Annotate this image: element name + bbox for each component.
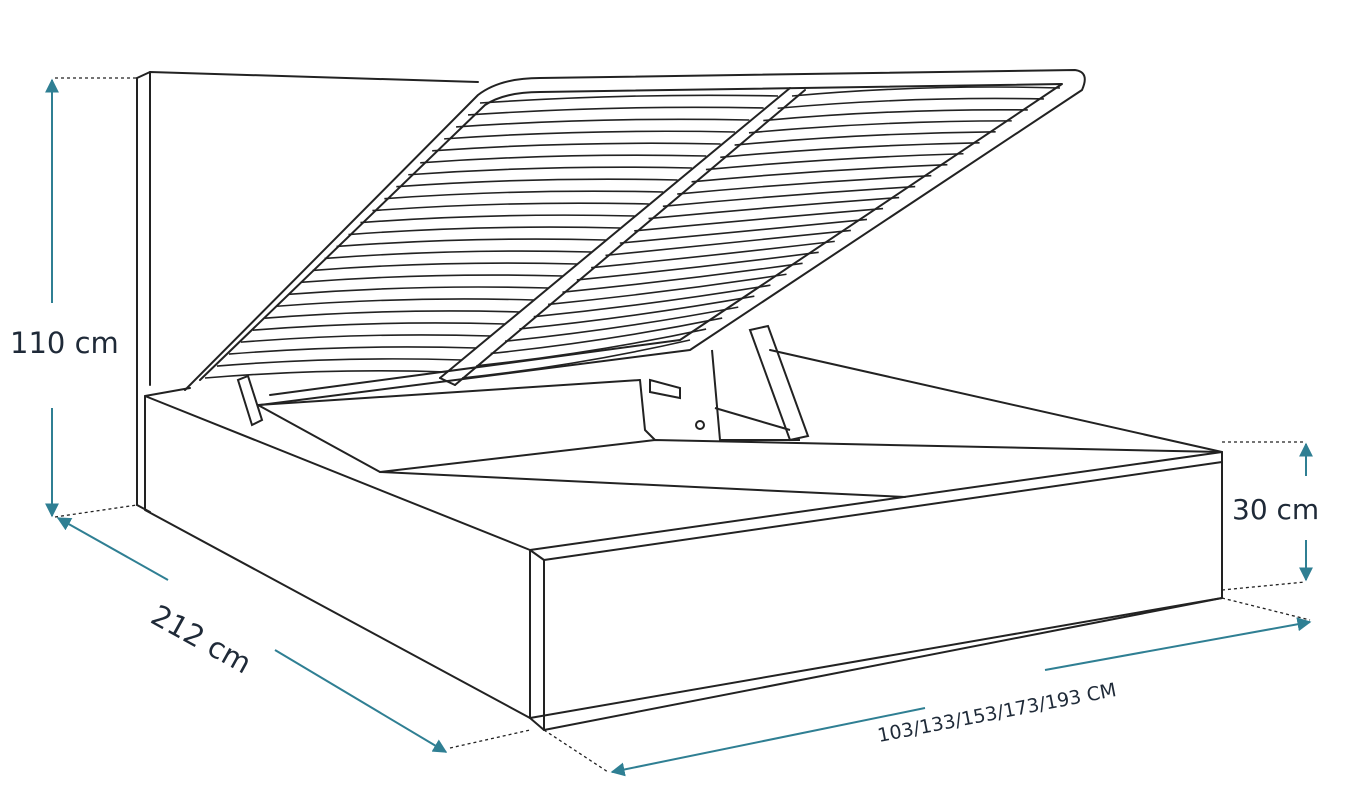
slat bbox=[384, 190, 664, 200]
slat bbox=[490, 317, 723, 355]
extension-lines bbox=[54, 77, 1311, 773]
slat bbox=[396, 178, 678, 188]
slat bbox=[605, 229, 851, 257]
slat bbox=[504, 306, 739, 343]
slat bbox=[476, 328, 707, 367]
slat bbox=[720, 141, 980, 159]
slat bbox=[619, 218, 868, 244]
center-rail bbox=[439, 87, 791, 379]
headboard bbox=[136, 71, 479, 83]
height-label: 110 cm bbox=[10, 326, 119, 360]
slat bbox=[648, 196, 900, 220]
length-arrow-top bbox=[56, 517, 169, 581]
lifted-frame bbox=[184, 69, 1086, 406]
slat bbox=[348, 226, 621, 236]
slat bbox=[591, 240, 835, 269]
slat bbox=[734, 131, 996, 146]
slat bbox=[519, 295, 755, 330]
slat bbox=[467, 106, 764, 116]
slat bbox=[432, 142, 721, 152]
slat bbox=[576, 251, 819, 281]
slat bbox=[548, 273, 787, 306]
slat bbox=[634, 207, 884, 232]
slat bbox=[777, 97, 1044, 110]
slat bbox=[276, 298, 535, 308]
slat bbox=[204, 370, 449, 379]
base-height-label: 30 cm bbox=[1232, 493, 1320, 526]
slat bbox=[252, 322, 506, 331]
slat bbox=[228, 346, 477, 355]
slat bbox=[300, 274, 563, 284]
footboard bbox=[529, 451, 1223, 719]
slat bbox=[240, 334, 492, 343]
slat bbox=[791, 86, 1061, 97]
width-arrow-left bbox=[610, 707, 926, 777]
slat bbox=[456, 118, 750, 128]
slat bbox=[479, 94, 779, 104]
storage-box bbox=[257, 404, 906, 498]
gas-lift bbox=[236, 324, 810, 442]
slat bbox=[264, 310, 520, 320]
dimension-arrows bbox=[45, 78, 1313, 777]
slat bbox=[336, 238, 606, 248]
slat bbox=[461, 339, 691, 379]
slat bbox=[562, 262, 803, 293]
slat bbox=[360, 214, 635, 224]
slat bbox=[763, 108, 1028, 122]
slat bbox=[288, 286, 549, 296]
slat bbox=[677, 174, 932, 195]
width-arrow-right bbox=[1044, 617, 1312, 671]
side-rail bbox=[144, 395, 531, 719]
slat bbox=[216, 358, 463, 367]
slat bbox=[408, 166, 692, 176]
slat bbox=[312, 262, 578, 272]
slat bbox=[324, 250, 592, 260]
slat bbox=[691, 163, 948, 183]
slat bbox=[444, 130, 735, 140]
slat bbox=[533, 284, 771, 318]
slat bbox=[372, 202, 649, 212]
slat bbox=[748, 120, 1012, 134]
slat bbox=[420, 154, 707, 164]
slats bbox=[204, 86, 1061, 379]
bed-outline bbox=[136, 69, 1223, 731]
length-arrow-bottom bbox=[274, 649, 448, 753]
slat bbox=[662, 185, 916, 208]
slat bbox=[705, 152, 964, 171]
